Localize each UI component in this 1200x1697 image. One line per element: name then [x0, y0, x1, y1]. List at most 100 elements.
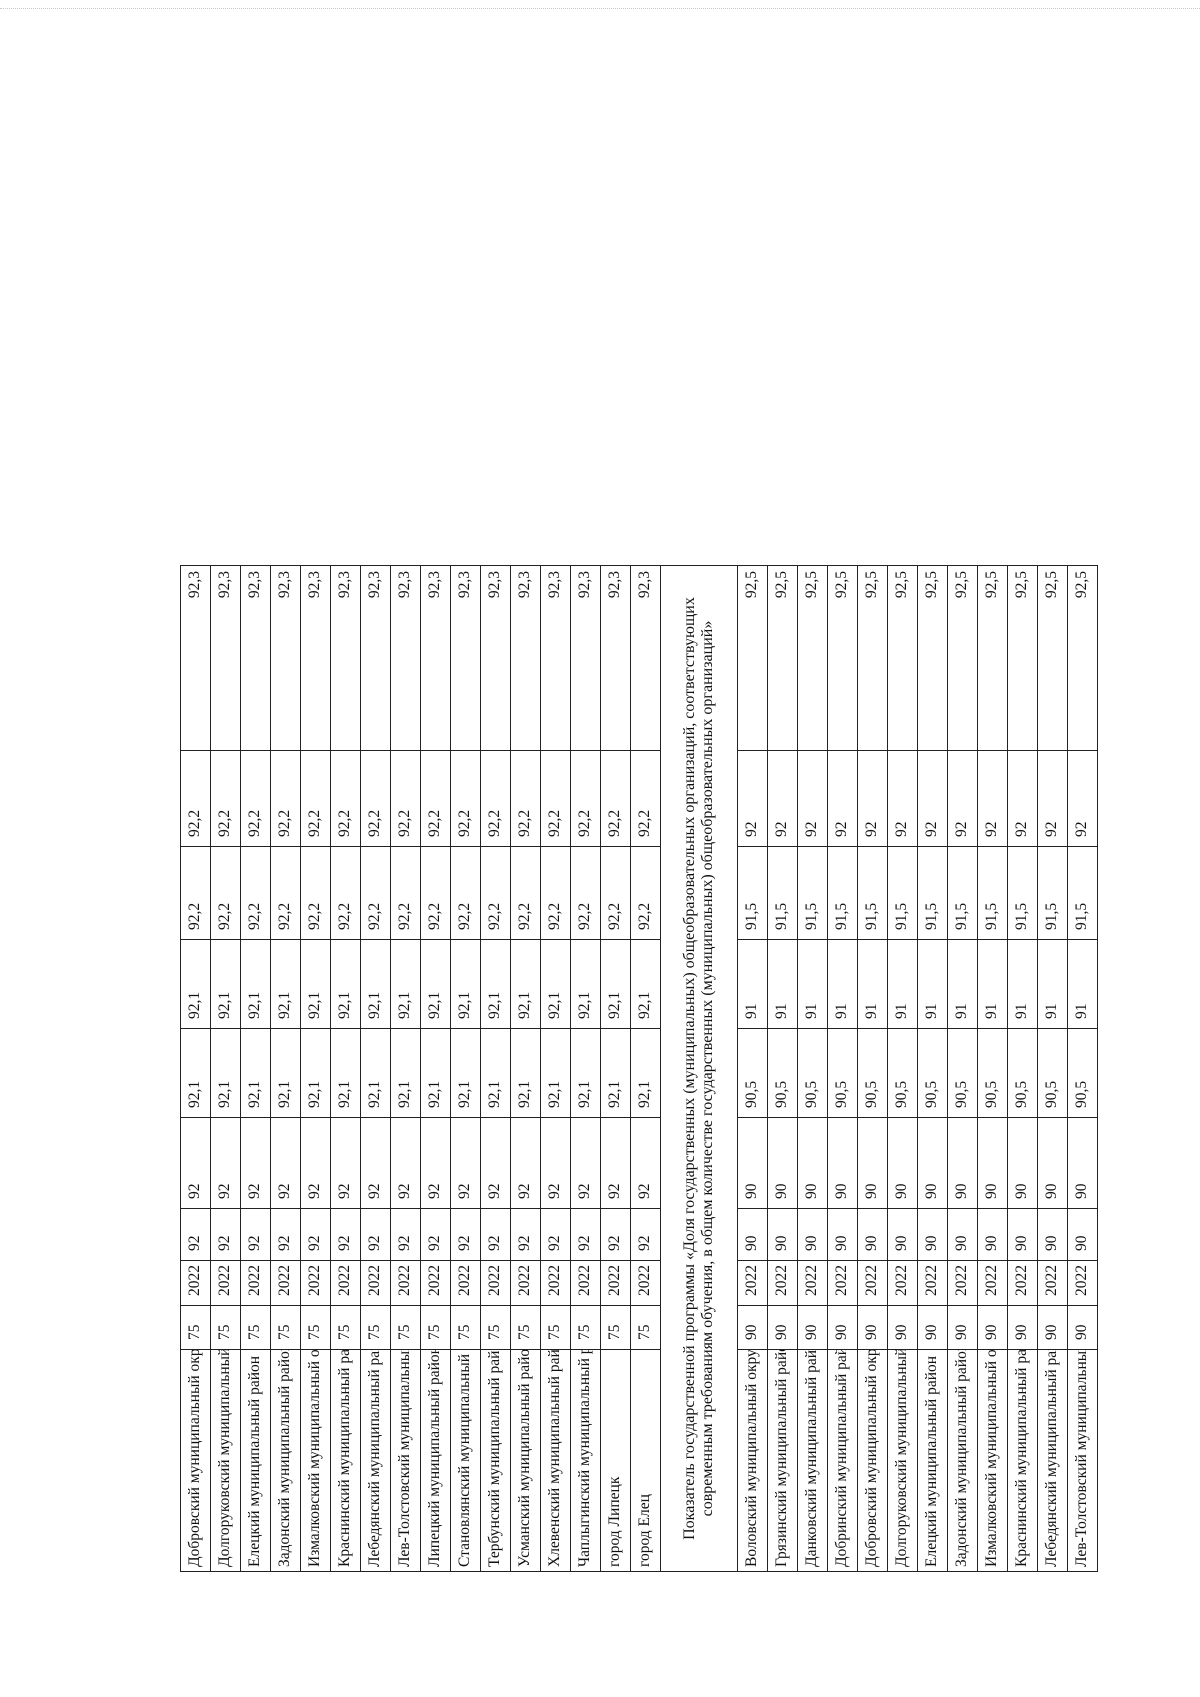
value-v1: 92: [270, 1208, 301, 1261]
value-v6: 92: [1067, 750, 1098, 847]
value-year: 2022: [450, 1260, 481, 1306]
value-v3: 92,1: [330, 1028, 361, 1118]
value-year: 2022: [480, 1260, 511, 1306]
value-v2: 92: [360, 1117, 391, 1209]
value-v7: 92,5: [767, 565, 798, 751]
value-v3: 92,1: [480, 1028, 511, 1118]
value-base: 90: [737, 1305, 768, 1350]
value-v4: 92,1: [510, 939, 541, 1029]
territory-name: Измалковский муниципальный округ: [977, 1349, 1008, 1572]
value-v3: 92,1: [360, 1028, 391, 1118]
territory-name: Лебедянский муниципальный район: [1037, 1349, 1068, 1572]
value-base: 75: [270, 1305, 301, 1350]
value-v5: 91,5: [887, 846, 918, 940]
value-base: 75: [480, 1305, 511, 1350]
value-v4: 92,1: [210, 939, 241, 1029]
value-v5: 91,5: [1007, 846, 1038, 940]
value-v5: 92,2: [300, 846, 331, 940]
value-v6: 92,2: [600, 750, 631, 847]
value-v4: 91: [1067, 939, 1098, 1029]
value-v6: 92,2: [360, 750, 391, 847]
value-v4: 91: [827, 939, 858, 1029]
value-base: 75: [210, 1305, 241, 1350]
value-v5: 91,5: [1037, 846, 1068, 940]
value-v7: 92,3: [300, 565, 331, 751]
value-v4: 91: [797, 939, 828, 1029]
territory-name: Лев-Толстовский муниципальный район: [1067, 1349, 1098, 1572]
value-v7: 92,5: [797, 565, 828, 751]
territory-name: Лебедянский муниципальный район: [360, 1349, 391, 1572]
territory-name: Елецкий муниципальный район: [240, 1349, 271, 1572]
value-year: 2022: [330, 1260, 361, 1306]
value-v6: 92,2: [240, 750, 271, 847]
territory-name: Лев-Толстовский муниципальный район: [390, 1349, 421, 1572]
value-v5: 92,2: [570, 846, 601, 940]
value-v5: 92,2: [480, 846, 511, 940]
value-v7: 92,5: [977, 565, 1008, 751]
value-year: 2022: [210, 1260, 241, 1306]
value-v7: 92,5: [1007, 565, 1038, 751]
value-v1: 90: [887, 1208, 918, 1261]
value-v4: 92,1: [390, 939, 421, 1029]
value-v1: 90: [827, 1208, 858, 1261]
value-v5: 91,5: [737, 846, 768, 940]
value-base: 90: [977, 1305, 1008, 1350]
value-v4: 92,1: [540, 939, 571, 1029]
value-v1: 92: [180, 1208, 211, 1261]
value-v6: 92: [827, 750, 858, 847]
value-v3: 90,5: [827, 1028, 858, 1118]
value-v6: 92,2: [630, 750, 661, 847]
value-v1: 92: [420, 1208, 451, 1261]
value-v7: 92,3: [330, 565, 361, 751]
value-year: 2022: [797, 1260, 828, 1306]
value-v2: 92: [480, 1117, 511, 1209]
value-year: 2022: [1067, 1260, 1098, 1306]
value-v4: 91: [887, 939, 918, 1029]
value-year: 2022: [917, 1260, 948, 1306]
value-v7: 92,5: [1037, 565, 1068, 751]
value-v1: 92: [210, 1208, 241, 1261]
value-v5: 91,5: [947, 846, 978, 940]
value-v6: 92: [947, 750, 978, 847]
territory-name: Задонский муниципальный район: [947, 1349, 978, 1572]
value-v5: 92,2: [270, 846, 301, 940]
value-base: 90: [767, 1305, 798, 1350]
value-year: 2022: [1037, 1260, 1068, 1306]
territory-name: город Липецк: [600, 1349, 631, 1572]
value-v2: 90: [737, 1117, 768, 1209]
value-v2: 90: [1007, 1117, 1038, 1209]
value-v5: 92,2: [360, 846, 391, 940]
value-v3: 92,1: [540, 1028, 571, 1118]
value-v7: 92,3: [420, 565, 451, 751]
value-v3: 90,5: [887, 1028, 918, 1118]
territory-name: Усманский муниципальный район: [510, 1349, 541, 1572]
value-v5: 92,2: [450, 846, 481, 940]
value-v5: 92,2: [330, 846, 361, 940]
territory-name: Добровский муниципальный округ: [180, 1349, 211, 1572]
value-v7: 92,5: [1067, 565, 1098, 751]
value-base: 90: [797, 1305, 828, 1350]
value-v1: 92: [300, 1208, 331, 1261]
value-base: 90: [1067, 1305, 1098, 1350]
value-year: 2022: [977, 1260, 1008, 1306]
value-base: 90: [1007, 1305, 1038, 1350]
value-v3: 92,1: [240, 1028, 271, 1118]
value-v6: 92: [857, 750, 888, 847]
value-v2: 92: [630, 1117, 661, 1209]
value-base: 75: [390, 1305, 421, 1350]
value-v1: 90: [767, 1208, 798, 1261]
value-v7: 92,5: [887, 565, 918, 751]
value-v4: 91: [857, 939, 888, 1029]
territory-name: Добровский муниципальный округ: [857, 1349, 888, 1572]
